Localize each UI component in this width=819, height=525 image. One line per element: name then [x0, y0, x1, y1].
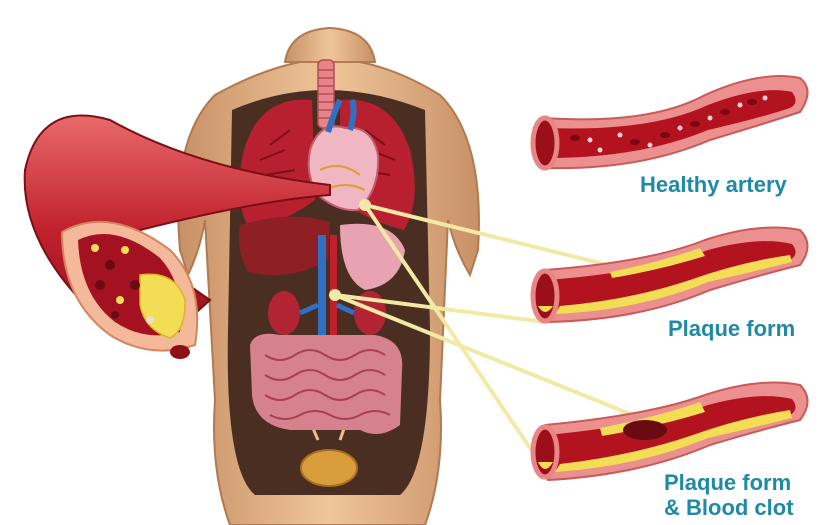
clot-artery — [533, 383, 808, 480]
label-plaque-form-blood-clot: Plaque form & Blood clot — [664, 470, 794, 520]
connector-node-abdomen — [329, 289, 341, 301]
plaque-artery — [533, 228, 808, 322]
label-healthy-artery: Healthy artery — [640, 172, 787, 197]
label-plaque-form: Plaque form — [668, 316, 795, 341]
connector-node-heart — [359, 199, 371, 211]
label-clot-line1: Plaque form — [664, 470, 794, 495]
intestines — [250, 334, 402, 434]
bladder — [301, 450, 357, 486]
healthy-artery — [533, 76, 808, 168]
label-clot-line2: & Blood clot — [664, 495, 794, 520]
